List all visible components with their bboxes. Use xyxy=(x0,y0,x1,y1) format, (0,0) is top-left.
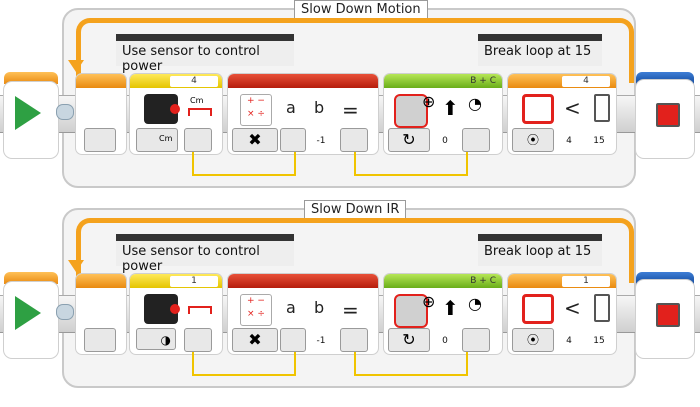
loop-title[interactable]: Slow Down IR xyxy=(304,200,407,220)
sensor-port[interactable]: 1 xyxy=(170,276,218,287)
loop-exit-icon xyxy=(522,94,554,124)
ultrasonic-sensor-block[interactable]: 4 Cm Cm xyxy=(130,74,222,154)
motor-power-input[interactable] xyxy=(462,128,490,152)
comment-left[interactable]: Use sensor to control power xyxy=(116,234,294,274)
sensor-unit-label: Cm xyxy=(190,96,204,105)
power-arrow-icon: ⬆ xyxy=(442,96,459,120)
comment-right[interactable]: Break loop at 15 xyxy=(478,234,602,266)
start-bar xyxy=(4,72,58,84)
math-a-input[interactable] xyxy=(280,328,306,352)
sensor-small-icon xyxy=(594,94,610,122)
loop-arc xyxy=(76,218,634,283)
loop-arrow-icon xyxy=(68,260,84,272)
math-var-a: a xyxy=(286,98,296,117)
motor-power-input[interactable] xyxy=(462,328,490,352)
math-var-b: b xyxy=(314,98,325,117)
program-slow-down-motion: Slow Down Motion Use sensor to control p… xyxy=(0,0,700,200)
loop-arrow-icon xyxy=(68,60,84,72)
math-result-plug[interactable] xyxy=(340,128,368,152)
sensor-output-plug[interactable] xyxy=(184,328,212,352)
math-result-plug[interactable] xyxy=(340,328,368,352)
math-operators-icon: + −× ÷ xyxy=(240,94,272,126)
sensor-mode-label: Cm xyxy=(159,134,173,143)
motor-mode-selector[interactable]: ↻ xyxy=(388,128,430,152)
math-var-a: a xyxy=(286,298,296,317)
sensor-mode-selector[interactable]: Cm xyxy=(136,128,178,152)
sequence-connector[interactable] xyxy=(56,104,74,120)
sensor-eye-icon xyxy=(170,304,180,314)
loop-mode-selector[interactable]: ⦿ xyxy=(512,128,554,152)
math-var-b: b xyxy=(314,298,325,317)
motor-ports[interactable]: B + C xyxy=(470,76,496,86)
loop-start-block[interactable] xyxy=(76,74,126,154)
loop-start-block[interactable] xyxy=(76,274,126,354)
move-motor-block[interactable]: B + C ⊕ ⬆ ◔ ↻ 0 xyxy=(384,274,502,354)
sensor-eye-icon xyxy=(170,104,180,114)
math-equals: = xyxy=(342,298,359,322)
comment-left[interactable]: Use sensor to control power xyxy=(116,34,294,74)
data-wire[interactable] xyxy=(354,352,468,376)
loop-exit-icon xyxy=(522,294,554,324)
loop-start-plug xyxy=(84,128,116,152)
loop-sensor-port[interactable]: 1 xyxy=(562,276,610,287)
loop-sensor-port[interactable]: 4 xyxy=(562,76,610,87)
motor-icon xyxy=(394,94,428,128)
loop-mode-selector[interactable]: ⦿ xyxy=(512,328,554,352)
threshold-value[interactable]: 15 xyxy=(593,336,605,346)
start-bar xyxy=(4,272,58,284)
math-block[interactable]: + −× ÷ a b = ✖ -1 xyxy=(228,274,378,354)
speed-gauge-icon: ◔ xyxy=(468,94,482,113)
math-equals: = xyxy=(342,98,359,122)
sequence-connector[interactable] xyxy=(56,304,74,320)
motor-value[interactable]: 0 xyxy=(442,136,448,146)
sensor-mode-selector[interactable]: ◑ xyxy=(136,328,176,350)
distance-icon xyxy=(188,306,212,314)
data-wire[interactable] xyxy=(192,352,296,376)
play-icon[interactable] xyxy=(15,296,41,330)
program-slow-down-ir: Slow Down IR Use sensor to control power… xyxy=(0,200,700,400)
stop-icon[interactable] xyxy=(656,303,680,327)
data-wire[interactable] xyxy=(354,152,468,176)
play-icon[interactable] xyxy=(15,96,41,130)
move-motor-block[interactable]: B + C ⊕ ⬆ ◔ ↻ 0 xyxy=(384,74,502,154)
math-operators-icon: + −× ÷ xyxy=(240,294,272,326)
math-mode-selector[interactable]: ✖ xyxy=(232,328,278,352)
math-b-value[interactable]: -1 xyxy=(316,336,326,346)
compare-symbol: < xyxy=(564,96,581,120)
compare-symbol: < xyxy=(564,296,581,320)
steering-icon: ⊕ xyxy=(422,292,436,311)
motor-ports[interactable]: B + C xyxy=(470,276,496,286)
motor-value[interactable]: 0 xyxy=(442,336,448,346)
steering-icon: ⊕ xyxy=(422,92,436,111)
loop-arc xyxy=(76,18,634,83)
threshold-value[interactable]: 15 xyxy=(593,136,605,146)
math-b-value[interactable]: -1 xyxy=(316,136,326,146)
loop-end-block[interactable]: 1 < ⦿ 4 15 xyxy=(508,274,616,354)
motor-icon xyxy=(394,294,428,328)
sensor-output-plug[interactable] xyxy=(184,128,212,152)
motor-mode-selector[interactable]: ↻ xyxy=(388,328,430,352)
sensor-small-icon xyxy=(594,294,610,322)
comment-right[interactable]: Break loop at 15 xyxy=(478,34,602,66)
math-mode-selector[interactable]: ✖ xyxy=(232,128,278,152)
sensor-port[interactable]: 4 xyxy=(170,76,218,87)
data-wire[interactable] xyxy=(192,152,296,176)
math-block[interactable]: + −× ÷ a b = ✖ -1 xyxy=(228,74,378,154)
loop-end-block[interactable]: 4 < ⦿ 4 15 xyxy=(508,74,616,154)
loop-title[interactable]: Slow Down Motion xyxy=(294,0,428,20)
loop-start-plug xyxy=(84,328,116,352)
power-arrow-icon: ⬆ xyxy=(442,296,459,320)
distance-icon xyxy=(188,108,212,116)
math-a-input[interactable] xyxy=(280,128,306,152)
compare-mode[interactable]: 4 xyxy=(566,136,572,146)
ir-sensor-block[interactable]: 1 ◑ xyxy=(130,274,222,354)
speed-gauge-icon: ◔ xyxy=(468,294,482,313)
stop-icon[interactable] xyxy=(656,103,680,127)
compare-mode[interactable]: 4 xyxy=(566,336,572,346)
